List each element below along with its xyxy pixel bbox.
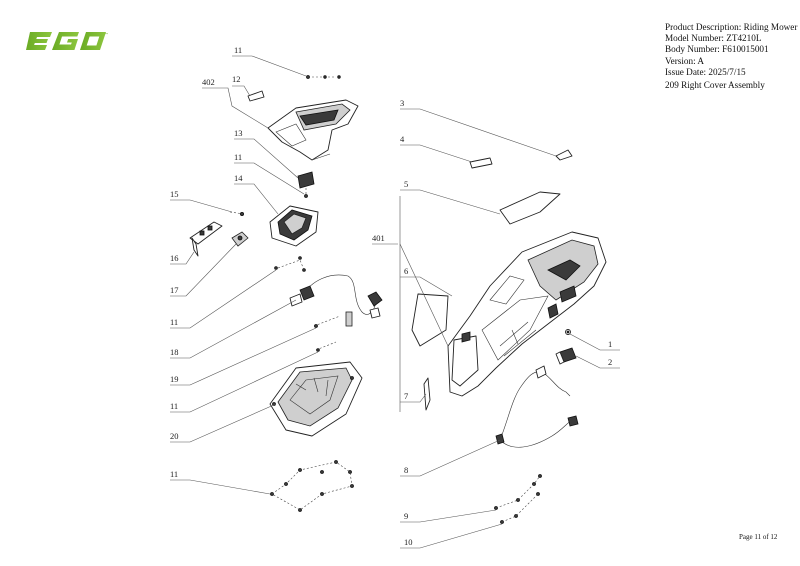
callout-13: 13 [234,128,243,138]
product-description: Product Description: Riding Mower [665,22,798,32]
callout-20: 20 [170,431,179,441]
callout-1: 1 [608,339,612,349]
part-12-plate [247,90,265,102]
callout-15: 15 [170,189,179,199]
screw-set-top [306,75,341,79]
callout-12: 12 [232,74,241,84]
screw-set-bottom [270,460,354,512]
callout-2: 2 [608,357,612,367]
callout-17: 17 [170,285,179,295]
callout-11-c: 11 [170,317,178,327]
callout-19: 19 [170,374,179,384]
model-number: Model Number: ZT4210L [665,33,762,44]
part-5-panel [499,191,561,225]
callout-11-d: 11 [170,401,178,411]
callout-10: 10 [404,537,413,547]
part-16-switch-bar [189,221,223,257]
callout-16: 16 [170,253,179,263]
part-17-switch [231,231,249,247]
part-18-harness [289,274,383,319]
callout-4: 4 [400,134,405,144]
screw-set-right [494,474,542,524]
svg-text:™: ™ [105,32,108,36]
part-13-clip [297,171,315,198]
callout-9: 9 [404,511,408,521]
callout-11-b: 11 [234,152,242,162]
screw-set-mid [274,256,306,272]
callout-6: 6 [404,266,408,276]
part-3 [555,149,573,161]
part-15-screw [229,211,245,216]
assembly-title: 209 Right Cover Assembly [665,80,765,90]
ego-logo: ™ [26,32,108,50]
version: Version: A [665,55,705,66]
callout-402: 402 [202,77,215,87]
part-1-fastener [565,329,571,335]
screw-single [315,341,337,352]
part-19-screw [313,311,353,328]
page-number: Page 11 of 12 [739,533,778,541]
part-7 [423,377,431,411]
callout-401: 401 [372,233,385,243]
part-2-connector [555,347,577,365]
callout-18: 18 [170,347,179,357]
part-20-bottom-housing [269,361,363,437]
part-14-display [269,205,319,247]
callout-11-e: 11 [170,469,178,479]
leader-lines [170,55,620,549]
part-4 [469,157,493,169]
callout-14: 14 [234,173,243,183]
part-8-cable [495,365,579,448]
issue-date: Issue Date: 2025/7/15 [665,66,746,77]
callout-11-top: 11 [234,45,242,55]
callout-7: 7 [404,391,408,401]
callout-8: 8 [404,465,408,475]
part-6-panel [411,293,449,347]
callout-3: 3 [400,98,404,108]
body-number: Body Number: F610015001 [665,44,769,55]
product-info: Product Description: Riding Mower Model … [665,22,797,78]
right-cover-401 [447,231,607,397]
top-cover-402 [267,99,359,161]
callout-5: 5 [404,179,408,189]
